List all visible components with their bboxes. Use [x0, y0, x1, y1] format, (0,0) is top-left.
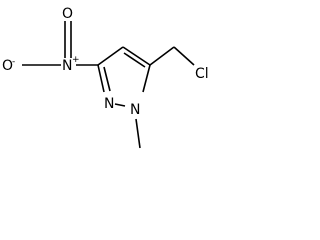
- atom-cl: Cl: [195, 66, 209, 82]
- bond-n2-c3-double: [103, 66, 111, 92]
- atom-nitro-n: N: [62, 58, 72, 74]
- charge-minus: -: [12, 57, 15, 67]
- atom-o-minus: O: [2, 58, 13, 74]
- bond-lines: [22, 21, 195, 149]
- bond-ch2-cl: [173, 46, 195, 66]
- bond-c5-n1: [142, 64, 151, 93]
- bond-n1-methyl: [135, 118, 141, 149]
- bond-n2-c3: [97, 64, 105, 93]
- structure-diagram: O - O N + N N Cl: [2, 6, 209, 149]
- bond-c4-c5: [122, 46, 151, 66]
- atom-labels: O - O N + N N Cl: [2, 6, 209, 118]
- charge-plus: +: [72, 55, 80, 65]
- atom-n2: N: [104, 96, 114, 112]
- atom-o-top: O: [62, 6, 73, 22]
- atom-n1: N: [130, 102, 140, 118]
- bond-c4-c5-double: [123, 52, 146, 68]
- bond-c3-c4: [97, 46, 124, 66]
- bond-c5-ch2: [149, 46, 175, 66]
- bond-n1-n2: [114, 103, 126, 107]
